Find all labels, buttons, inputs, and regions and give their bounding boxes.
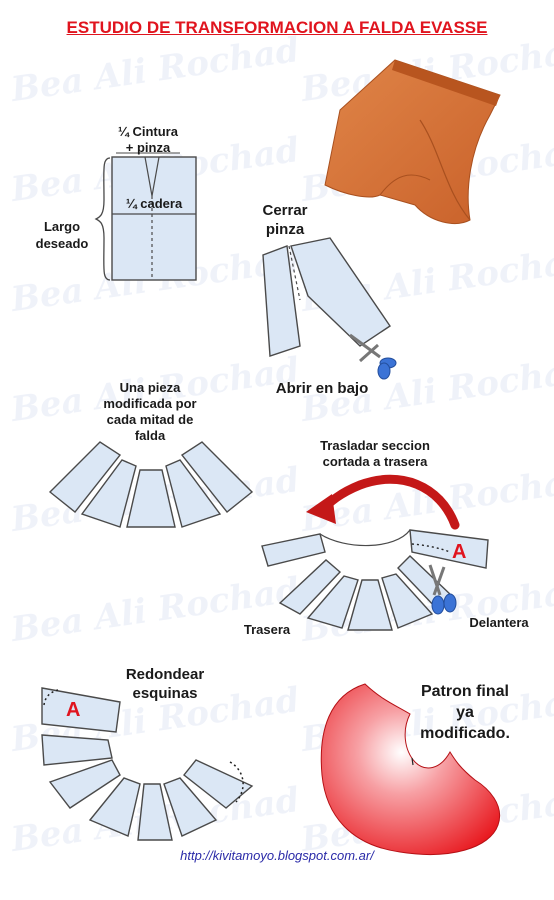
dart-closed-pattern (262, 237, 391, 357)
final-pattern (320, 683, 501, 855)
page-title: ESTUDIO DE TRANSFORMACION A FALDA EVASSE (66, 18, 488, 37)
piece-label-2: modificada por (103, 396, 197, 411)
rounded-pattern (41, 687, 254, 841)
final-pattern-label-1: Patron final (420, 683, 509, 700)
section-a-marker: A (66, 699, 80, 721)
front-label: Delantera (469, 615, 529, 630)
skirt-photo (324, 59, 501, 224)
length-label-2: deseado (35, 236, 89, 251)
scissors-icon (349, 333, 397, 380)
transfer-label-2: cortada a trasera (322, 454, 428, 469)
back-label: Trasera (243, 622, 291, 637)
hip-label: ¼ cadera (125, 196, 183, 211)
fan-pattern (48, 441, 254, 528)
close-dart-label-2: pinza (265, 221, 305, 238)
basic-pattern (94, 152, 197, 281)
source-url: http://kivitamoyo.blogspot.com.ar/ (180, 848, 374, 863)
waist-label: ¼ Cintura (118, 124, 178, 139)
piece-label-4: falda (134, 428, 166, 443)
length-label: Largo (43, 219, 81, 234)
open-hem-label: Abrir en bajo (275, 380, 369, 397)
round-corners-label-2: esquinas (132, 685, 198, 702)
scissors-icon (428, 564, 457, 615)
round-corners-label-1: Redondear (125, 666, 205, 683)
close-dart-label: Cerrar (262, 202, 308, 219)
piece-label-3: cada mitad de (106, 412, 194, 427)
dart-label: + pinza (125, 140, 171, 155)
final-pattern-label-3: modificado. (420, 725, 510, 742)
transfer-arrow (306, 474, 460, 530)
section-a-marker: A (452, 541, 466, 563)
final-pattern-label-2: ya (456, 704, 474, 721)
transfer-label-1: Trasladar seccion (320, 438, 430, 453)
piece-label-1: Una pieza (119, 380, 181, 395)
